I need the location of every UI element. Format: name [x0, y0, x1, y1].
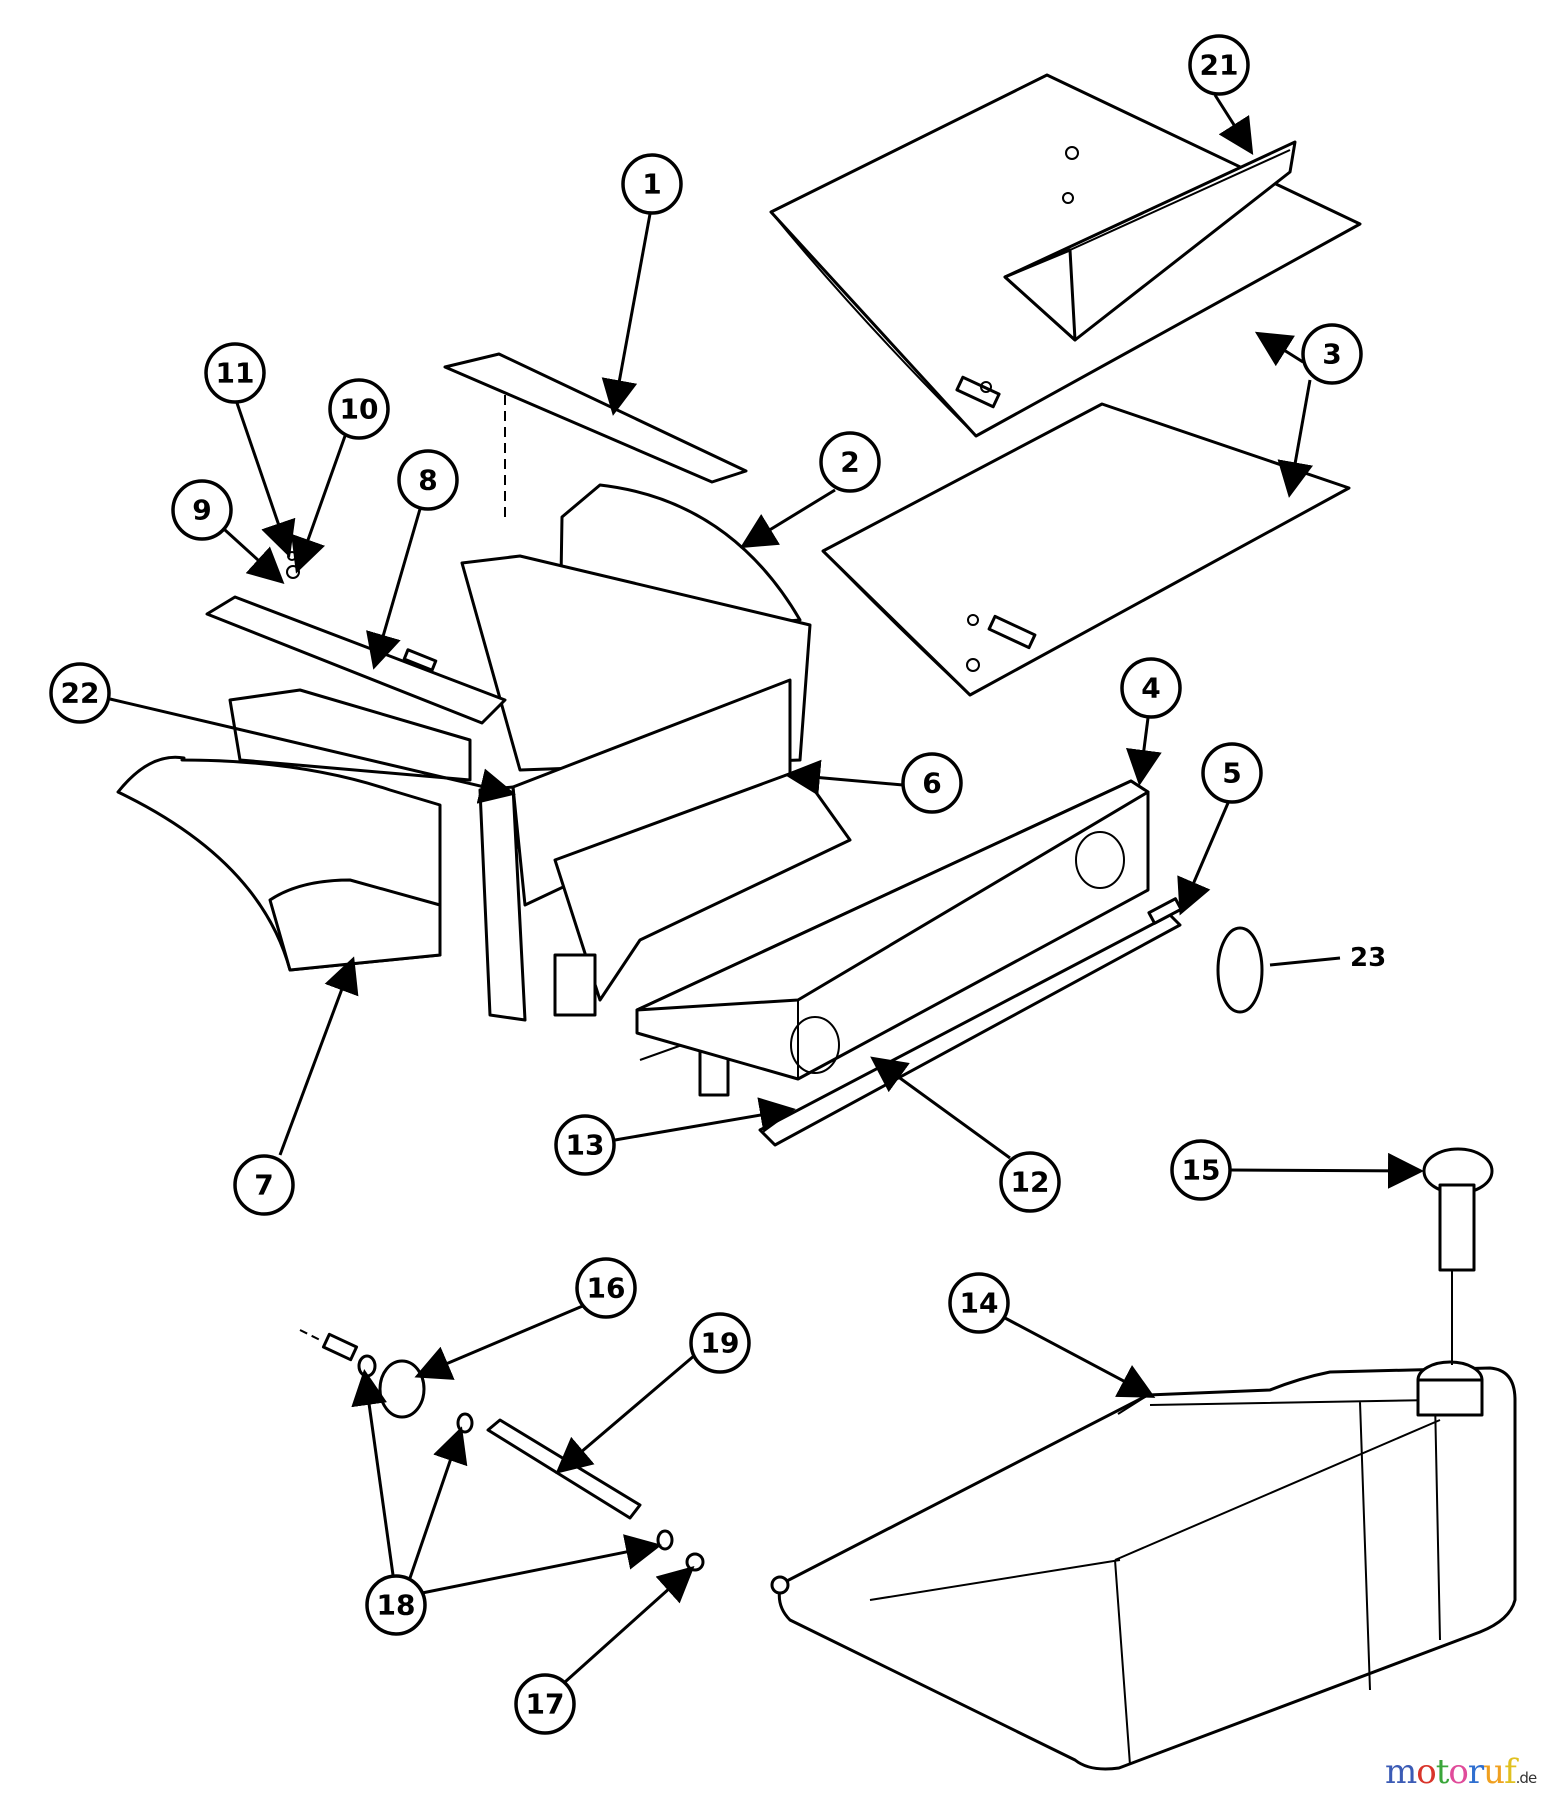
callout-13: 13	[554, 1114, 616, 1176]
callout-22: 22	[49, 662, 111, 724]
callout-11: 11	[204, 342, 266, 404]
svg-text:15: 15	[1182, 1154, 1221, 1187]
svg-text:3: 3	[1322, 338, 1341, 371]
callout-3: 3	[1301, 323, 1363, 385]
callout-1: 1	[621, 153, 683, 215]
callout-15: 15	[1170, 1139, 1232, 1201]
callout-14: 14	[948, 1272, 1010, 1334]
callout-9: 9	[171, 479, 233, 541]
side-rail	[758, 913, 1182, 1147]
floor-panel-lower	[821, 402, 1351, 697]
svg-text:19: 19	[701, 1327, 740, 1360]
cross-bar	[443, 352, 748, 484]
watermark-letter: f	[1504, 1752, 1517, 1792]
svg-text:1: 1	[642, 168, 661, 201]
svg-text:10: 10	[340, 393, 379, 426]
callout-10: 10	[328, 378, 390, 440]
callout-7: 7	[233, 1154, 295, 1216]
watermark-letter: o	[1416, 1752, 1437, 1792]
svg-text:8: 8	[418, 464, 437, 497]
callout-12: 12	[999, 1151, 1061, 1213]
fuel-line-assembly	[299, 1329, 705, 1572]
rear-fender	[116, 688, 472, 972]
o-ring	[1216, 926, 1264, 1014]
callout-23: 23	[1350, 943, 1386, 973]
callout-21: 21	[1188, 34, 1250, 96]
watermark-letter: u	[1483, 1752, 1505, 1792]
main-beam	[635, 779, 1150, 1081]
callout-4: 4	[1120, 657, 1182, 719]
body-frame	[460, 483, 852, 1097]
watermark-letter: o	[1448, 1752, 1469, 1792]
callout-2: 2	[819, 431, 881, 493]
svg-text:6: 6	[922, 767, 941, 800]
callout-17: 17	[514, 1673, 576, 1735]
svg-text:2: 2	[840, 446, 859, 479]
callout-19: 19	[689, 1312, 751, 1374]
svg-text:4: 4	[1141, 672, 1160, 705]
svg-text:21: 21	[1200, 49, 1239, 82]
watermark-letter: t	[1435, 1752, 1450, 1792]
fuel-tank	[770, 1360, 1517, 1771]
fuel-sender	[1422, 1147, 1494, 1365]
svg-text:17: 17	[526, 1688, 565, 1721]
motoruf-watermark: motoruf.de	[1385, 1752, 1538, 1792]
callout-6: 6	[901, 752, 963, 814]
svg-text:22: 22	[61, 677, 100, 710]
svg-text:11: 11	[216, 357, 255, 390]
callout-18: 18	[365, 1574, 427, 1636]
leader-lines	[109, 94, 1424, 1684]
top-strip	[205, 595, 507, 725]
svg-text:13: 13	[566, 1129, 605, 1162]
svg-text:18: 18	[377, 1589, 416, 1622]
callout-8: 8	[397, 449, 459, 511]
floor-panel-upper	[769, 73, 1362, 438]
svg-text:14: 14	[960, 1287, 999, 1320]
watermark-letter: m	[1385, 1752, 1417, 1792]
svg-text:9: 9	[192, 494, 211, 527]
svg-text:5: 5	[1222, 757, 1241, 790]
watermark-tld: .de	[1515, 1769, 1538, 1787]
watermark-letter: r	[1467, 1752, 1484, 1792]
svg-text:7: 7	[254, 1169, 273, 1202]
svg-text:16: 16	[587, 1272, 626, 1305]
svg-text:12: 12	[1011, 1166, 1050, 1199]
callout-16: 16	[575, 1257, 637, 1319]
callout-5: 5	[1201, 742, 1263, 804]
